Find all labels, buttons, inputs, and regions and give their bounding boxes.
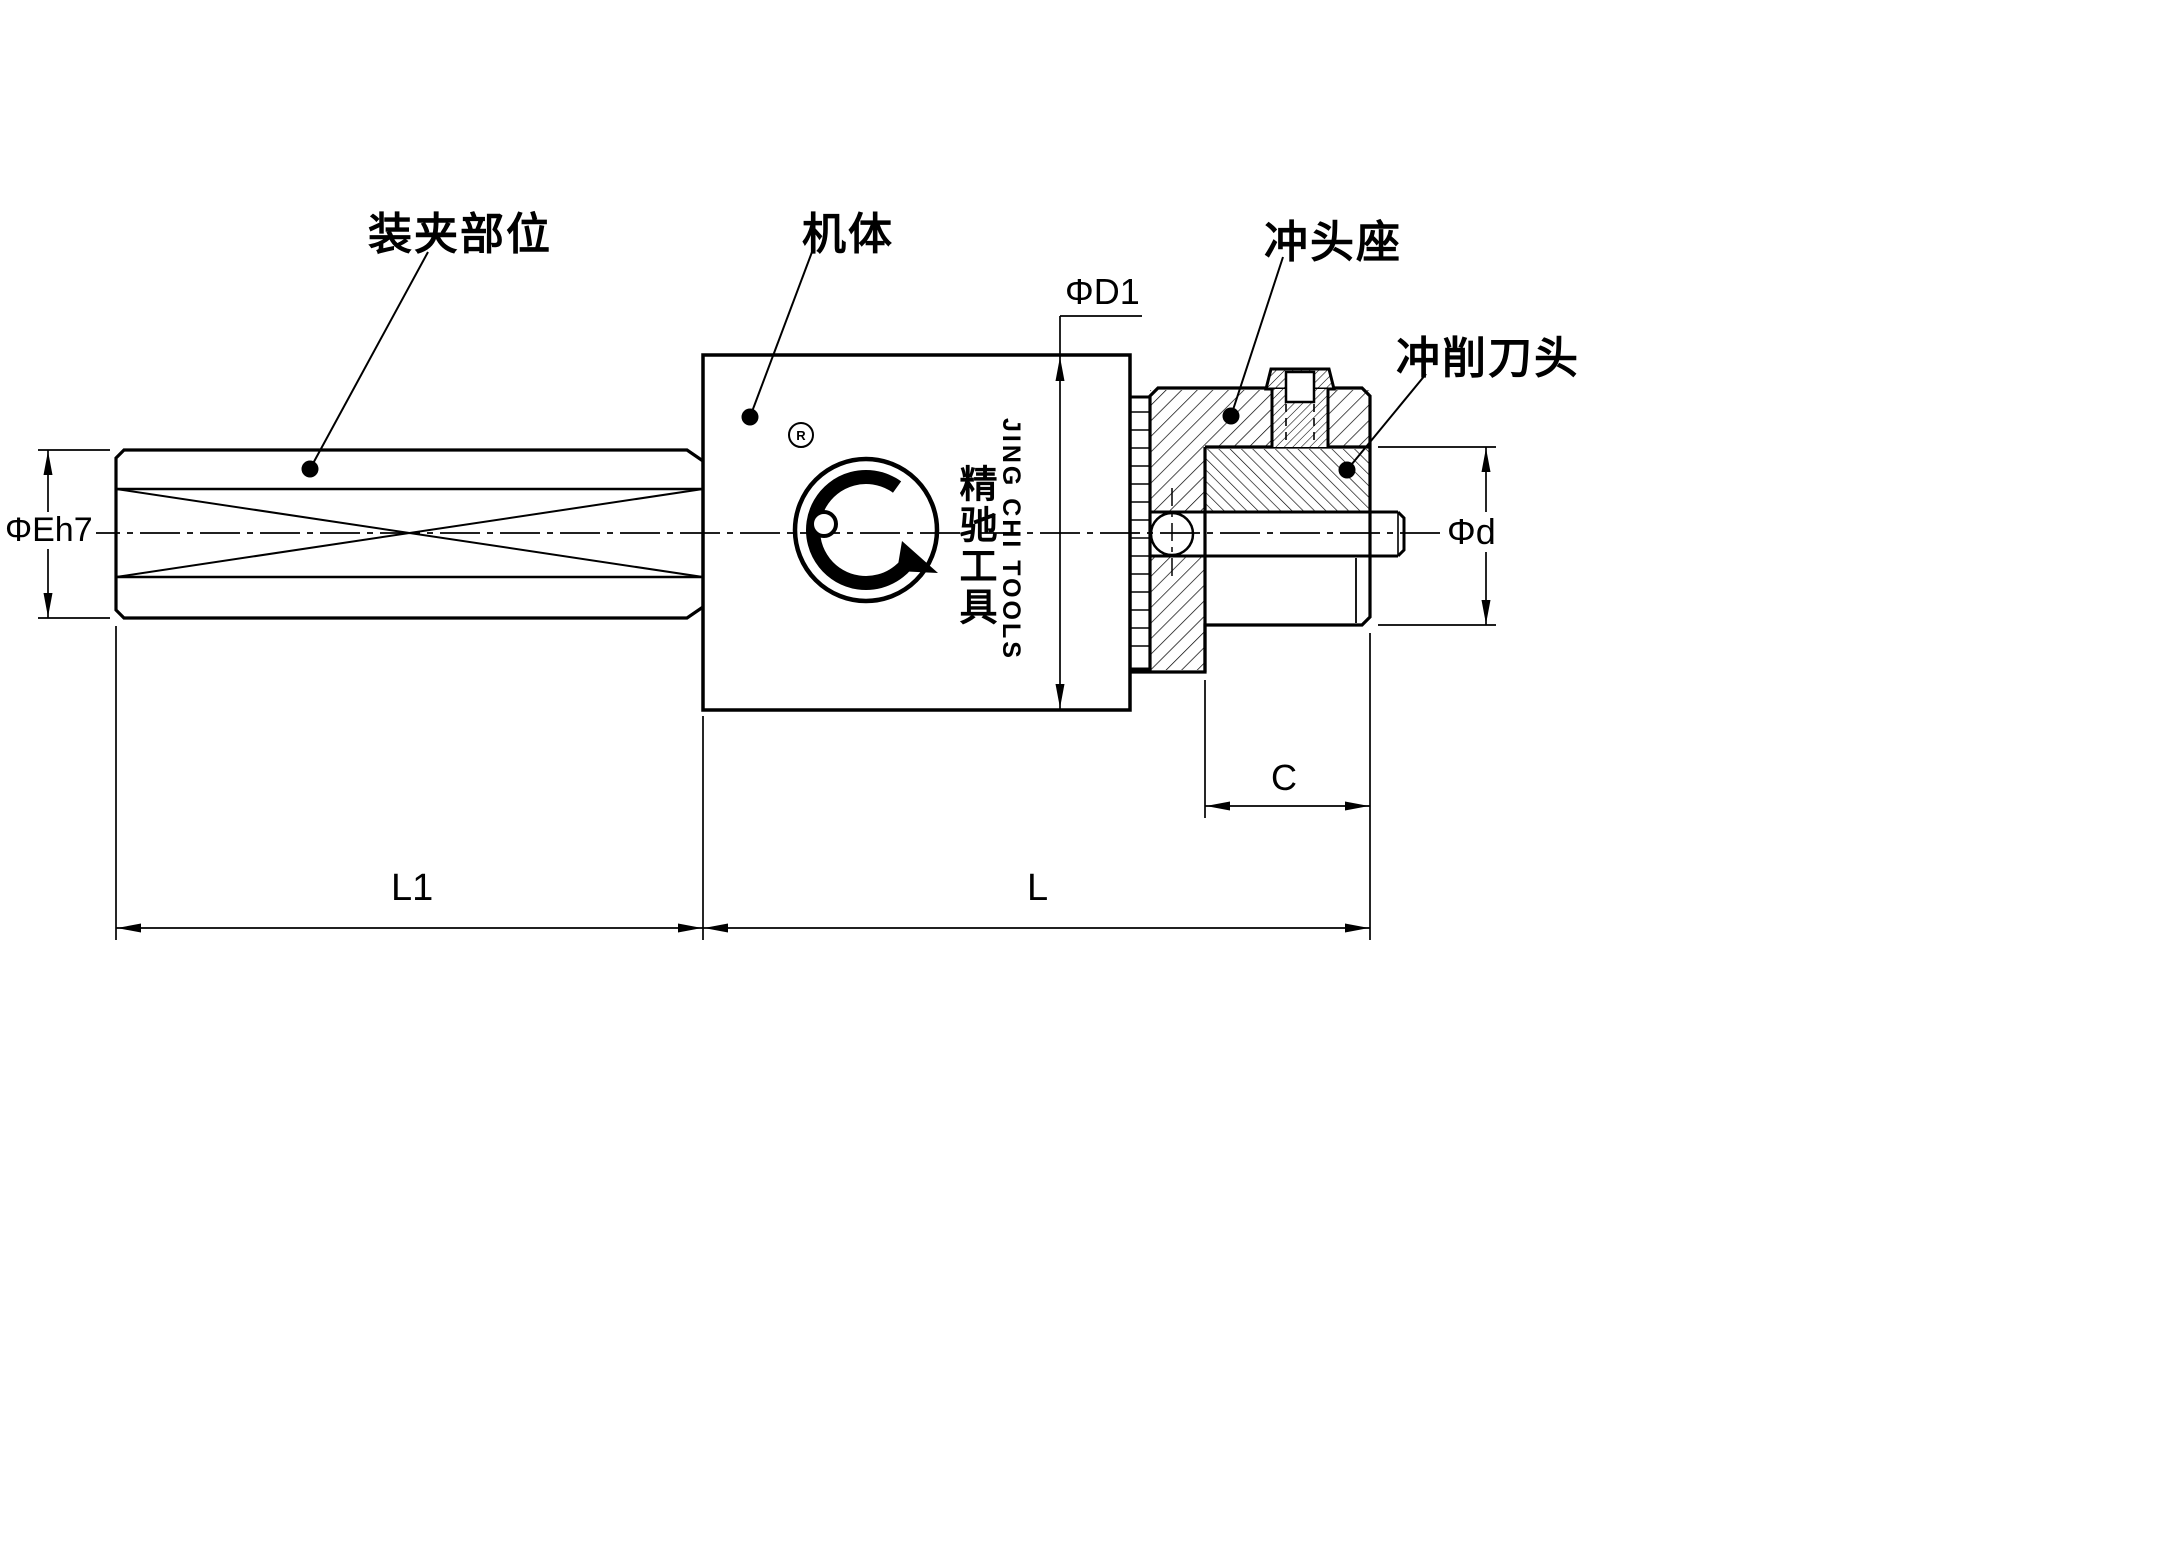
dim-body-diameter [1055, 315, 1142, 710]
dim-text-shank-diameter: ΦEh7 [2, 511, 96, 550]
set-screw [1264, 367, 1336, 447]
hex-socket [1284, 370, 1316, 404]
label-clamping-part: 装夹部位 [368, 210, 552, 259]
dim-lengths [115, 626, 1371, 940]
label-punch-seat: 冲头座 [1264, 218, 1402, 267]
dim-text-body-length: L [1024, 867, 1052, 910]
punch-tip [1396, 510, 1406, 558]
dim-cutter-diameter [1378, 446, 1496, 626]
dim-text-shank-length: L1 [388, 867, 437, 910]
dim-text-head-length: C [1268, 758, 1300, 798]
logo-outer-ring [792, 456, 940, 604]
seat-hatch-lower [1150, 556, 1205, 670]
logo-arrow-icon [897, 541, 938, 573]
logo [792, 456, 940, 604]
leader-lines [301, 251, 1427, 479]
collar [1130, 395, 1150, 671]
dim-text-body-diameter: ΦD1 [1062, 272, 1143, 312]
logo-eye-icon [810, 510, 838, 538]
bore-lines [1150, 510, 1398, 558]
cutter-head-hatch [1205, 449, 1370, 512]
shank-outline [114, 448, 704, 620]
lug-hatch-right [1328, 390, 1370, 447]
label-cutter-head: 冲削刀头 [1396, 334, 1580, 383]
collar-serration-lines [1131, 411, 1149, 647]
logo-text-chinese: 精驰工具 [953, 464, 995, 628]
label-machine-body: 机体 [802, 210, 894, 259]
registered-trademark-icon: R [788, 422, 814, 448]
screw-hidden-lines [1285, 404, 1315, 445]
logo-text-english: JING CHI TOOLS [997, 418, 1025, 661]
clamping-shank [114, 448, 704, 620]
dim-text-cutter-diameter: Φd [1444, 512, 1499, 552]
centerlines [80, 488, 1460, 582]
seat-hatch-upper [1150, 390, 1205, 512]
shank-flat-lines [116, 487, 703, 579]
dim-head-length [1204, 680, 1370, 818]
